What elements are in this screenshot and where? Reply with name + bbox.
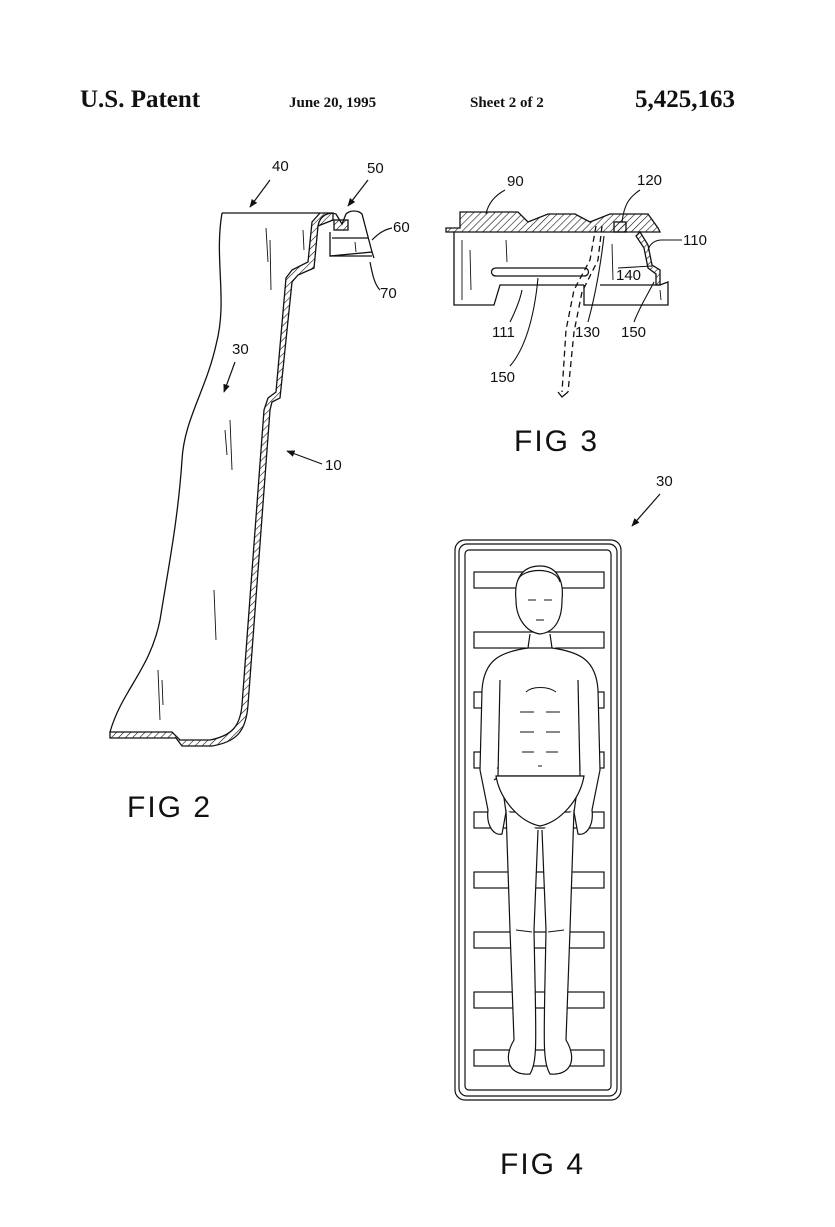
ref-70: 70 [380, 285, 397, 302]
fig2-drawing [109, 210, 375, 747]
fig3-labels: 90 120 110 140 111 130 150 150 FIG 3 [490, 172, 707, 458]
fig3-drawing [445, 211, 669, 398]
ref-140: 140 [616, 267, 641, 284]
fig2-leaders [223, 179, 393, 465]
patent-date: June 20, 1995 [289, 95, 377, 111]
fig3-caption: FIG 3 [514, 425, 599, 458]
ref-150-right: 150 [621, 324, 646, 341]
patent-number: 5,425,163 [635, 86, 735, 113]
ref-30-fig4: 30 [656, 473, 673, 490]
ref-10: 10 [325, 457, 342, 474]
patent-label: U.S. Patent [80, 86, 201, 113]
fig4-leaders [631, 493, 661, 527]
ref-150-left: 150 [490, 369, 515, 386]
ref-111: 111 [492, 324, 515, 341]
fig4-labels: 30 FIG 4 [500, 473, 673, 1181]
ref-60: 60 [393, 219, 410, 236]
ref-120: 120 [637, 172, 662, 189]
ref-90: 90 [507, 173, 524, 190]
fig4-person [479, 565, 601, 1075]
fig2-caption: FIG 2 [127, 791, 212, 824]
ref-30: 30 [232, 341, 249, 358]
fig3-leaders [485, 189, 682, 367]
fig2-labels: 40 50 60 70 30 10 FIG 2 [127, 158, 410, 824]
ref-110: 110 [683, 232, 707, 249]
fig4-drawing [454, 539, 622, 1101]
ref-40: 40 [272, 158, 289, 175]
sheet-number: Sheet 2 of 2 [470, 95, 544, 111]
ref-50: 50 [367, 160, 384, 177]
ref-130: 130 [575, 324, 600, 341]
fig4-caption: FIG 4 [500, 1148, 585, 1181]
